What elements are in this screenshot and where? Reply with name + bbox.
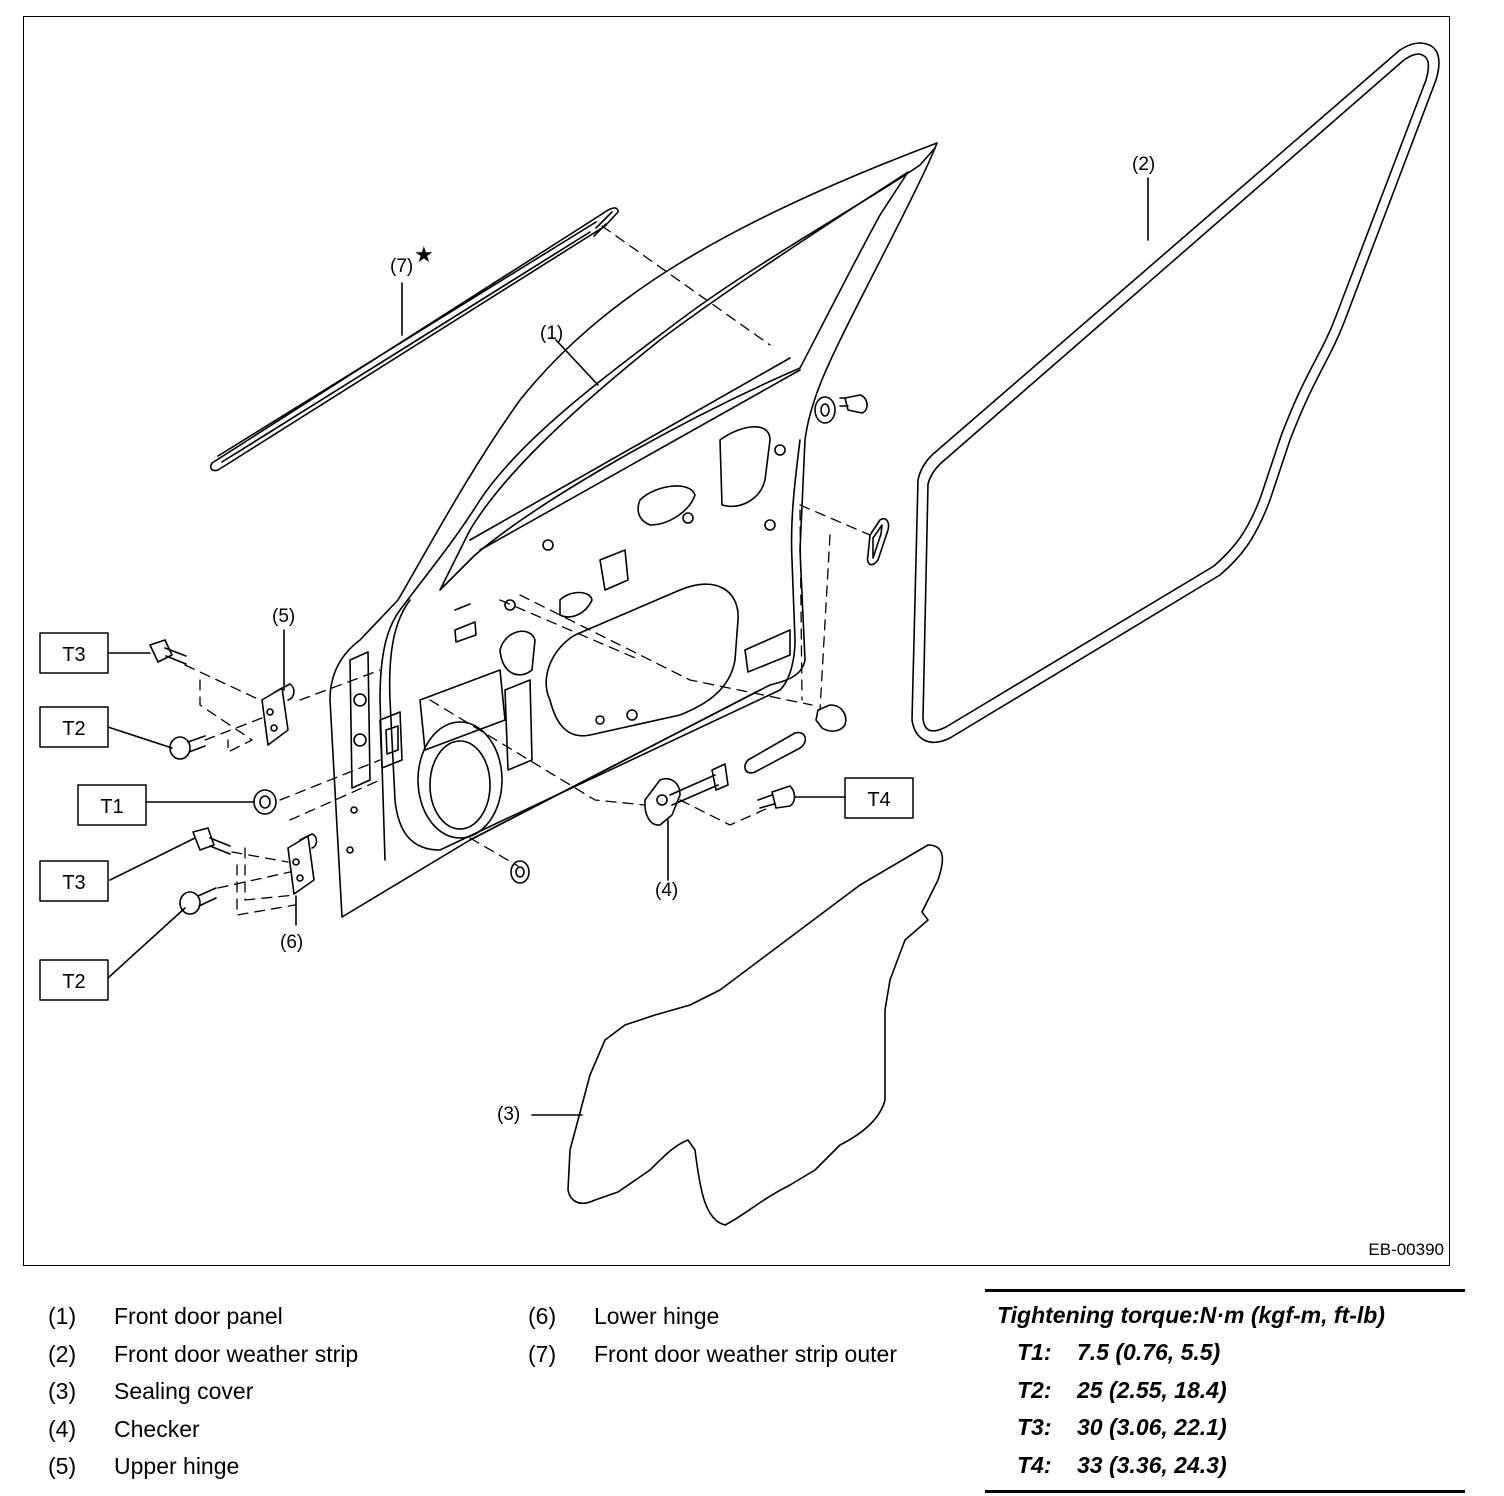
drawing-code: EB-00390 [1368, 1240, 1444, 1259]
front-door-weather-strip [911, 42, 1440, 744]
checker [644, 763, 729, 826]
legend-item: (3) Sealing cover [48, 1373, 358, 1411]
legend-number: (3) [48, 1378, 77, 1405]
star-icon: ★ [414, 242, 434, 267]
torque-value: 7.5 (0.76, 5.5) [1077, 1339, 1221, 1365]
torque-row: T2: 25 (2.55, 18.4) [985, 1372, 1465, 1410]
bolt-t3-upper [149, 639, 187, 665]
nut-t1 [253, 789, 277, 815]
legend-item: (2) Front door weather strip [48, 1336, 358, 1374]
legend-name: Front door weather strip [114, 1340, 359, 1367]
callout-1: (1) [540, 323, 563, 344]
torque-table-title: Tightening torque:N·m (kgf-m, ft-lb) [997, 1302, 1385, 1328]
bolt-t2-lower [179, 887, 217, 915]
bolt-t2-upper [169, 735, 206, 760]
legend-number: (4) [48, 1415, 77, 1442]
front-door-weather-strip-outer [210, 207, 619, 472]
legend-name: Upper hinge [114, 1453, 240, 1480]
legend-left: (1) Front door panel (2) Front door weather… [48, 1298, 358, 1486]
torque-row: T4: 33 (3.36, 24.3) [985, 1447, 1465, 1485]
torque-box-t1: T1 [100, 796, 123, 818]
plug-oval [866, 517, 890, 566]
legend-item: (6) Lower hinge [528, 1298, 897, 1336]
legend-number: (6) [528, 1303, 557, 1330]
legend-item: (7) Front door weather strip outer [528, 1336, 897, 1374]
torque-box-t3-lower: T3 [62, 872, 85, 894]
legend-item: (5) Upper hinge [48, 1448, 358, 1486]
door-exploded-diagram: (1) (2) (3) (4) (5) (6) (7) ★ T3 T2 T1 T… [39, 42, 1440, 1226]
legend-name: Front door weather strip outer [594, 1340, 897, 1367]
torque-value: 30 (3.06, 22.1) [1077, 1414, 1227, 1440]
callout-4: (4) [655, 880, 678, 901]
callout-2: (2) [1132, 154, 1155, 175]
legend-name: Lower hinge [594, 1303, 720, 1330]
legend-number: (1) [48, 1303, 77, 1330]
grommet-upper [814, 396, 836, 424]
torque-box-frames [39, 632, 914, 1001]
assembly-guide-lines [184, 225, 871, 916]
torque-box-t4: T4 [867, 789, 890, 811]
legend-item: (1) Front door panel [48, 1298, 358, 1336]
legend-name: Sealing cover [114, 1378, 254, 1405]
legend-item: (4) Checker [48, 1411, 358, 1449]
grommet-lower [510, 860, 530, 884]
upper-hinge [261, 683, 295, 746]
leader-lines [107, 177, 1149, 1116]
legend-number: (2) [48, 1340, 77, 1367]
torque-box-t2-lower: T2 [62, 971, 85, 993]
torque-table: Tightening torque:N·m (kgf-m, ft-lb) T1:… [985, 1289, 1465, 1493]
torque-value: 33 (3.36, 24.3) [1077, 1451, 1227, 1478]
bolt-t3-lower [192, 827, 231, 855]
torque-id: T1: [1017, 1339, 1052, 1365]
legend-name: Checker [114, 1415, 200, 1442]
legend-number: (7) [528, 1340, 557, 1367]
torque-id: T3: [1017, 1414, 1052, 1440]
lower-hinge [287, 833, 318, 895]
legend-name: Front door panel [114, 1303, 283, 1330]
seal-pad [744, 731, 807, 774]
torque-row: T3: 30 (3.06, 22.1) [985, 1409, 1465, 1447]
torque-box-t2-upper: T2 [62, 718, 85, 740]
torque-id: T4: [1017, 1451, 1052, 1478]
clip-upper [839, 394, 868, 414]
callout-5: (5) [272, 606, 295, 627]
front-door-panel [329, 142, 938, 918]
torque-value: 25 (2.55, 18.4) [1077, 1376, 1227, 1403]
plug-round [815, 704, 847, 732]
sealing-cover [567, 844, 944, 1226]
callout-7: (7) [390, 256, 413, 277]
legend-middle: (6) Lower hinge (7) Front door weather stri… [528, 1298, 897, 1373]
legend-number: (5) [48, 1453, 77, 1480]
callout-3: (3) [497, 1104, 520, 1125]
torque-row: T1: 7.5 (0.76, 5.5) [985, 1334, 1465, 1372]
callout-6: (6) [280, 932, 303, 953]
torque-box-t3-upper: T3 [62, 644, 85, 666]
diagram-frame [23, 16, 1450, 1266]
torque-id: T2: [1017, 1376, 1052, 1403]
bolt-t4 [757, 785, 796, 809]
